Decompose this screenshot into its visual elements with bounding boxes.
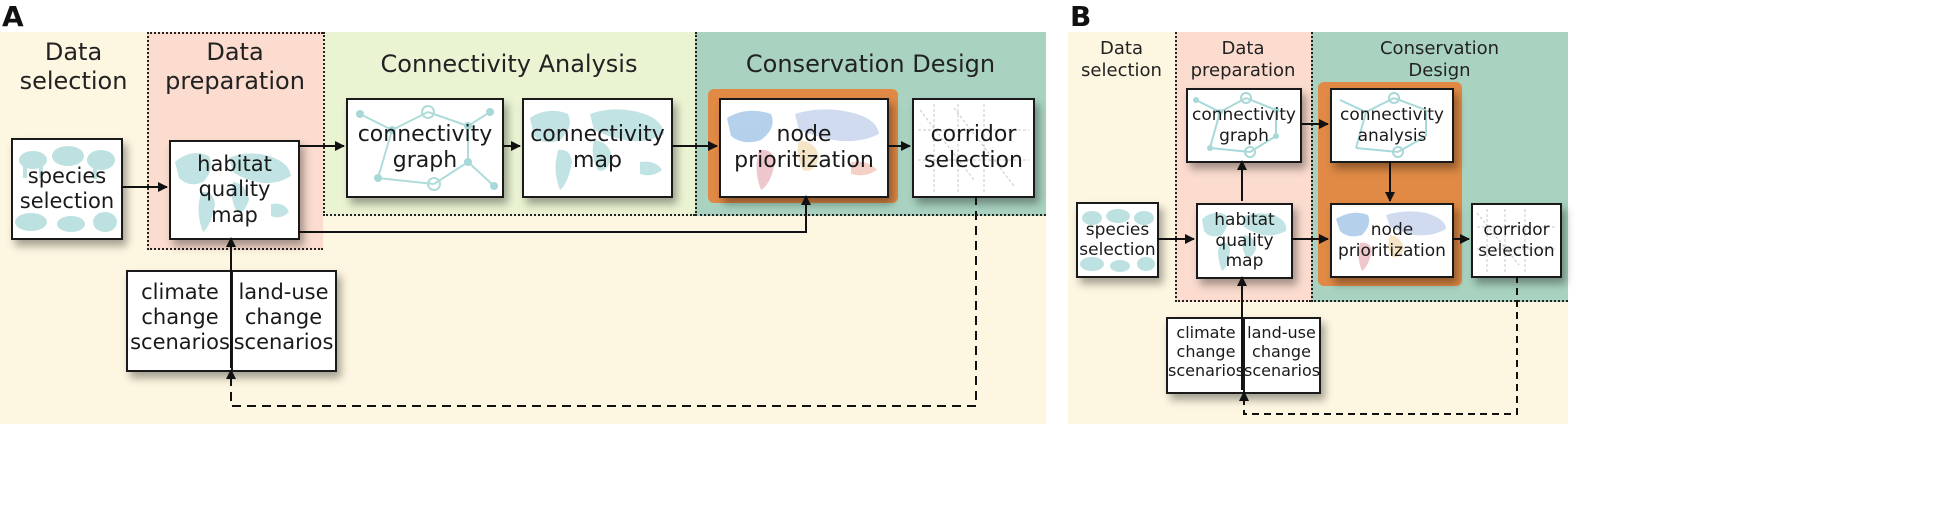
b-stage-title-data-selection: Data selection [1081,38,1162,81]
prioritized-world-map-icon [1336,211,1446,271]
b-connectivity-graph-box: connectivity graph [1186,88,1302,163]
b-climate-change-scenarios-label: climate change scenarios [1168,323,1245,381]
a-node-prioritization-box: node prioritization [719,98,889,198]
b-connectivity-analysis-label: connectivity analysis [1339,105,1444,146]
a-corridor-selection-label: corridor selection [924,121,1023,173]
a-species-selection-box: species selection [11,138,123,240]
b-stage-title-data-preparation: Data preparation [1190,38,1296,81]
a-stage-title-data-selection: Data selection [19,38,128,95]
graph-network-icon [1193,92,1279,158]
a-stage-title-data-preparation: Data preparation [165,38,305,95]
b-connectivity-graph-label: connectivity graph [1191,105,1296,146]
a-corridor-selection-box: corridor selection [912,98,1035,198]
world-map-icon [1202,212,1287,271]
prioritized-world-map-icon [727,109,879,190]
a-scenarios-box: climate change scenarios land-use change… [126,270,337,372]
world-map-icon [175,153,291,232]
a-species-selection-label: species selection [19,163,115,213]
a-stage-title-connectivity-analysis: Connectivity Analysis [380,50,638,78]
b-node-prioritization-box: node prioritization [1330,203,1454,278]
a-node-prioritization-label: node prioritization [734,121,874,173]
animals-icon [15,146,117,232]
b-node-prioritization-label: node prioritization [1338,220,1446,261]
corridor-grid-icon [1476,209,1557,273]
b-species-selection-box: species selection [1076,202,1159,278]
b-scenarios-box: climate change scenarios land-use change… [1166,317,1321,394]
world-map-icon [530,109,664,190]
a-stage-title-conservation-design: Conservation Design [745,50,996,78]
a-connectivity-map-box: connectivity map [522,98,673,198]
b-corridor-selection-box: corridor selection [1471,203,1562,278]
b-stage-title-conservation-design: Conservation Design [1379,38,1499,81]
a-habitat-quality-map-label: habitat quality map [197,152,272,227]
b-habitat-quality-map-box: habitat quality map [1196,203,1293,279]
b-corridor-selection-label: corridor selection [1478,220,1555,261]
b-land-use-change-scenarios-label: land-use change scenarios [1244,323,1321,381]
a-connectivity-graph-label: connectivity graph [357,121,493,173]
animals-icon [1080,209,1155,272]
a-connectivity-map-label: connectivity map [530,121,665,173]
corridor-grid-icon [918,104,1029,192]
a-connectivity-graph-box: connectivity graph [346,98,504,198]
graph-network-icon [356,105,498,191]
graph-network-icon [1339,92,1427,158]
b-habitat-quality-map-label: habitat quality map [1214,210,1275,272]
a-climate-change-scenarios-label: climate change scenarios [130,280,230,355]
a-habitat-quality-map-box: habitat quality map [169,140,300,240]
a-land-use-change-scenarios-label: land-use change scenarios [233,280,334,355]
b-connectivity-analysis-box: connectivity analysis [1330,88,1454,163]
b-species-selection-label: species selection [1079,219,1156,260]
panel-a-label: A [2,0,24,33]
panel-b-label: B [1070,0,1092,33]
